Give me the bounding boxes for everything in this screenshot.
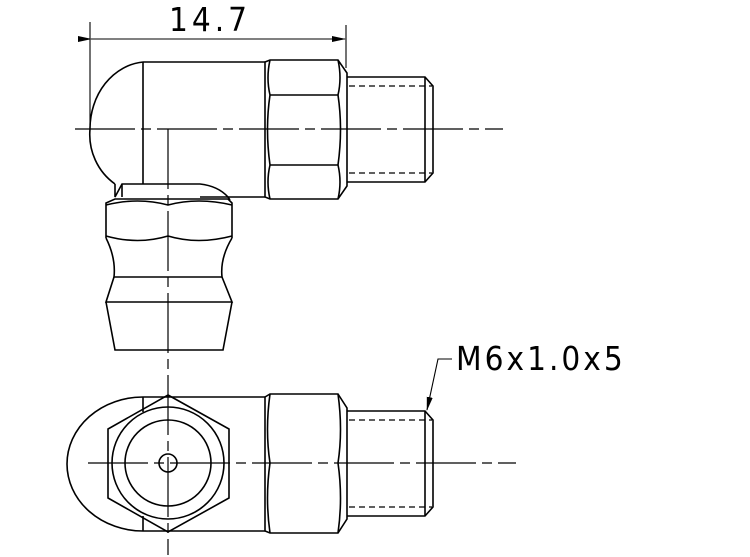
hose-barb (105, 237, 233, 278)
top-view (66, 393, 516, 534)
dimension-text: 14.7 (169, 0, 251, 39)
side-view (75, 59, 503, 555)
leader-arrow (426, 358, 452, 411)
thread-callout: M6x1.0x5 (426, 339, 626, 411)
collar (114, 183, 231, 201)
thread-spec-text: M6x1.0x5 (456, 339, 626, 378)
dimension-overall-length: 14.7 (78, 0, 347, 125)
elbow-dome (88, 61, 144, 185)
hex-nut-lower (105, 198, 233, 238)
elbow-outline (66, 396, 144, 532)
hex-nut-top-view (264, 393, 348, 534)
hex-nut-side (264, 59, 348, 200)
hex-top-view (107, 394, 230, 533)
